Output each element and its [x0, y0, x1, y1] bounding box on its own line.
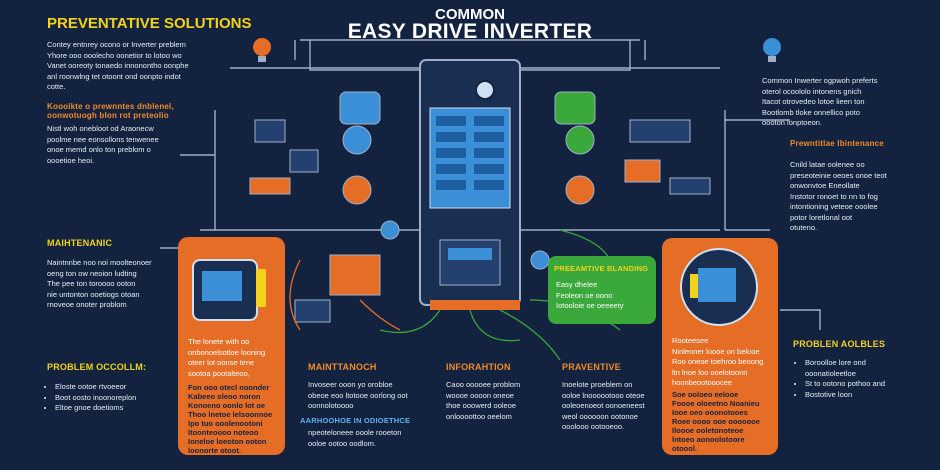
title-top: COMMON: [435, 6, 505, 23]
panel-device-icon: [192, 259, 266, 321]
right-problem-list: Boroolloe lore ond ooonatioleetloe St to…: [795, 358, 930, 400]
left-heading: PREVENTATIVE SOLUTIONS: [47, 15, 252, 32]
preventive-heading: PRAVENTIVE: [562, 362, 621, 372]
left-problem-list: Eloste ootoe rtvoeeor Boot oosto inoonor…: [45, 382, 215, 414]
information-heading: INFORAHTION: [446, 362, 511, 372]
right-problem-heading: PROBLEN AOLBLES: [793, 339, 886, 349]
bottom-maintenance-subheading: AARHOOHOE IN ODIOETHCE: [300, 416, 411, 425]
left-problem-heading: PROBLEM OCCOLLM:: [47, 362, 147, 372]
right-subheading: Prewntitlae lbintenance: [790, 139, 884, 148]
left-subheading: Koooikte o prewnntes dnblenel,oonwotuogh…: [47, 102, 174, 120]
bottom-maintenance-heading: MAINTTANOCH: [308, 362, 377, 372]
left-components: [249, 91, 400, 323]
left-paragraph-1: Contey entnrey ocono or Inverter preblem…: [47, 40, 189, 91]
green-panel-title: PREEAMTIVE BLANDING: [554, 264, 649, 273]
bulb-icon-left: [251, 36, 273, 62]
right-components: [530, 91, 711, 270]
right-panel-device-icon: [680, 248, 758, 326]
page-title: EASY DRIVE INVERTER: [347, 20, 593, 43]
inverter-unit: [419, 59, 521, 310]
bulb-icon-right: [761, 36, 783, 62]
left-maintenance-heading: MAIHTENANIC: [47, 238, 113, 248]
